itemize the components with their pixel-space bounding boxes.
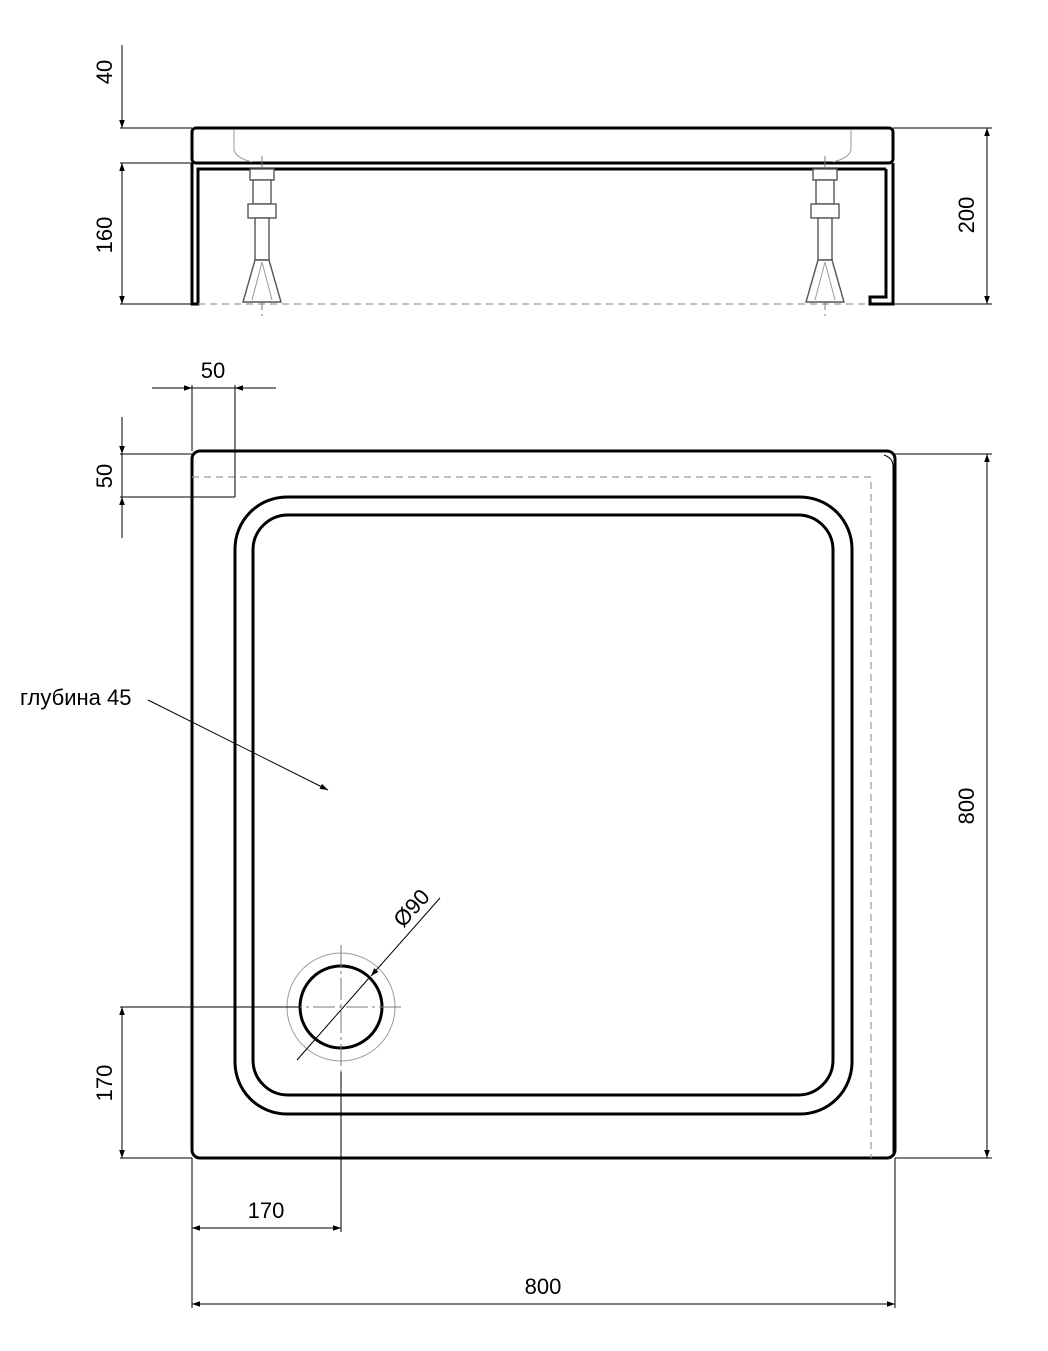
basin-inner-edge (251, 513, 835, 1097)
dim-width-label: 800 (525, 1274, 562, 1299)
right-support-leg (805, 156, 845, 316)
left-apron (190, 163, 886, 306)
right-apron (868, 163, 895, 306)
apron-hidden-line (192, 476, 872, 1158)
tray-top-slab (190, 126, 895, 165)
basin-profile (233, 130, 852, 163)
plan-view: Ø90 глубина 45 50 50 170 170 800 (20, 358, 992, 1308)
dim-rim-vertical-label: 50 (92, 464, 117, 488)
dim-drain-vertical-label: 170 (92, 1065, 117, 1102)
left-support-leg (242, 156, 282, 316)
dim-length-label: 800 (954, 788, 979, 825)
dim-rim-horizontal-label: 50 (201, 358, 225, 383)
dim-leg-height-label: 160 (92, 217, 117, 254)
dim-drain-horizontal-label: 170 (248, 1198, 285, 1223)
dim-drain-diameter-label: Ø90 (388, 884, 434, 932)
side-view: 40 160 200 (92, 45, 992, 316)
basin-outer-edge (233, 495, 854, 1116)
tray-outer-rim (190, 449, 897, 1160)
depth-note-label: глубина 45 (20, 685, 131, 710)
dim-top-lip-label: 40 (92, 60, 117, 84)
dim-total-height-label: 200 (954, 197, 979, 234)
